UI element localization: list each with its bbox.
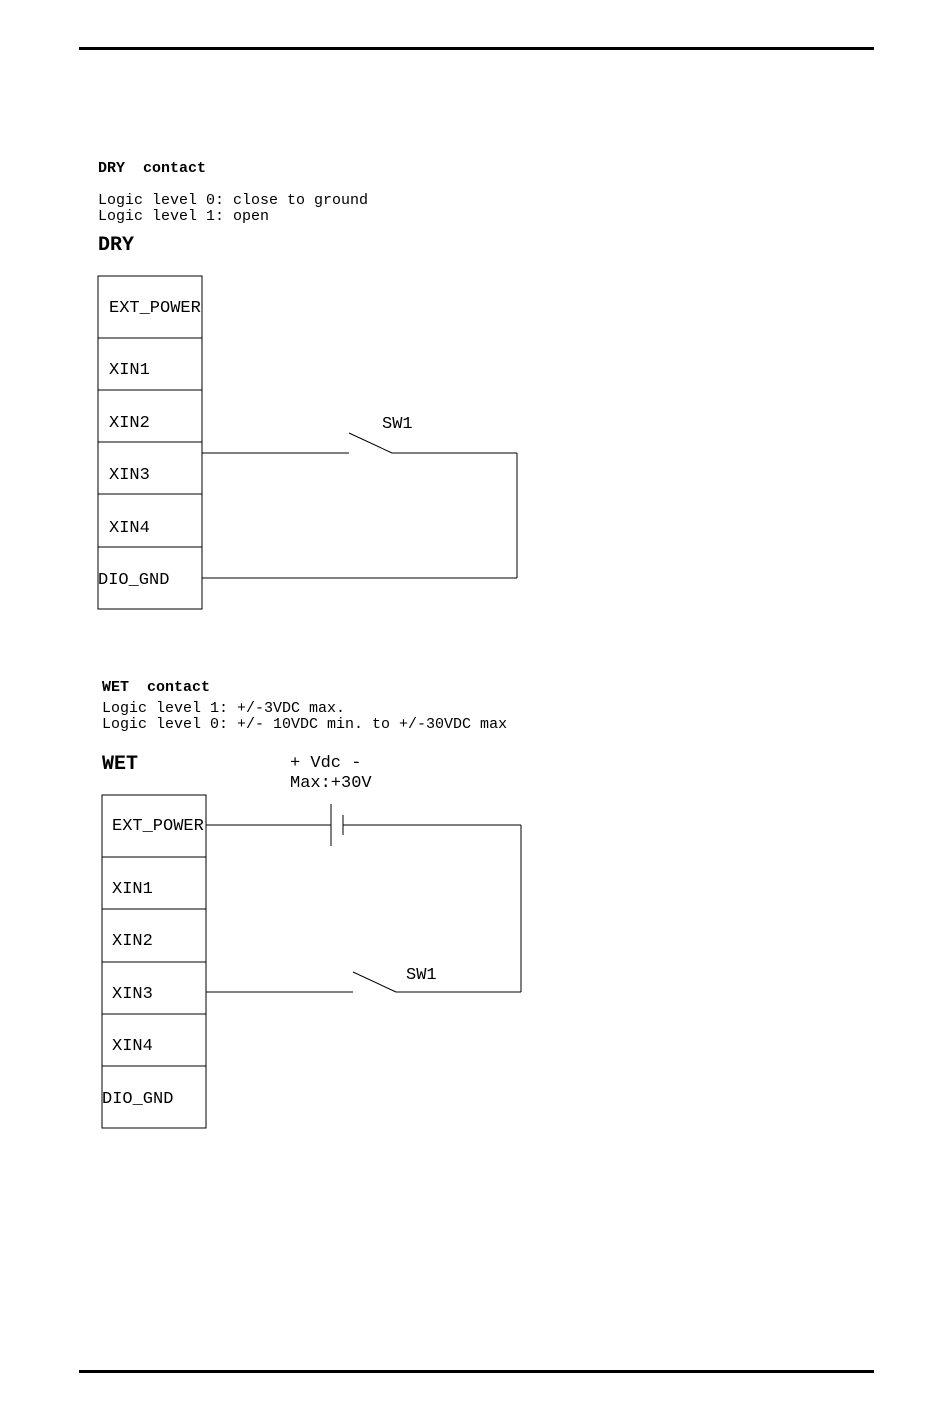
dry-connector — [98, 276, 202, 609]
wet-pin-ext-power: EXT_POWER — [112, 817, 204, 836]
dry-pin-xin1: XIN1 — [109, 361, 150, 380]
wet-pin-xin3: XIN3 — [112, 985, 153, 1004]
dry-pin-dio-gnd: DIO_GND — [98, 571, 169, 590]
wet-pin-dio-gnd: DIO_GND — [102, 1090, 173, 1109]
dry-pin-xin2: XIN2 — [109, 414, 150, 433]
wet-wiring — [206, 825, 521, 992]
dry-switch-label: SW1 — [382, 415, 413, 434]
wet-supply-label: + Vdc - — [290, 754, 361, 773]
wet-pin-xin2: XIN2 — [112, 932, 153, 951]
dry-pin-xin4: XIN4 — [109, 519, 150, 538]
wet-connector — [102, 795, 206, 1128]
dry-wiring — [202, 433, 517, 578]
wet-switch-label: SW1 — [406, 966, 437, 985]
wet-pin-xin4: XIN4 — [112, 1037, 153, 1056]
wet-battery-symbol — [206, 804, 521, 846]
dry-pin-xin3: XIN3 — [109, 466, 150, 485]
wet-pin-xin1: XIN1 — [112, 880, 153, 899]
wet-supply-max: Max:+30V — [290, 774, 372, 793]
dry-pin-ext-power: EXT_POWER — [109, 299, 201, 318]
